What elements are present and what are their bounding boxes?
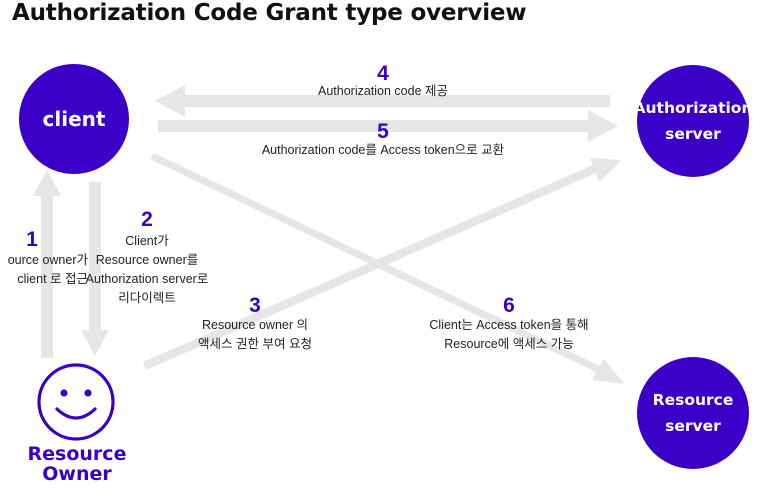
- authorization-server-node: Authorization server: [634, 65, 752, 177]
- step-5-label: Authorization code를 Access token으로 교환: [233, 141, 533, 160]
- step-3-label: Resource owner 의 액세스 권한 부여 요청: [185, 316, 325, 354]
- step-2-line-2: Resource owner를: [95, 253, 199, 267]
- step-2-line-1: Client가: [125, 234, 169, 248]
- resource-owner-label-2: Owner: [42, 463, 112, 485]
- arrow-step-6: [150, 153, 624, 384]
- step-3-number: 3: [249, 294, 261, 317]
- client-node: client: [19, 64, 129, 174]
- step-4-label: Authorization code 제공: [283, 82, 483, 101]
- step-1-line-1: ource owner가: [7, 253, 88, 267]
- step-6-number: 6: [503, 294, 515, 317]
- step-2-number: 2: [141, 208, 153, 231]
- arrow-step-4: [155, 85, 610, 117]
- smiley-icon: [37, 363, 115, 441]
- step-5-number: 5: [377, 120, 389, 143]
- step-3-line-2: 액세스 권한 부여 요청: [198, 337, 312, 351]
- arrow-step-5: [158, 110, 618, 142]
- step-6-label: Client는 Access token을 통해 Resource에 액세스 가…: [414, 316, 604, 354]
- authorization-server-label-2: server: [665, 125, 721, 143]
- resource-owner-label-1: Resource: [27, 443, 127, 465]
- step-2-line-4: 리다이렉트: [118, 291, 176, 305]
- step-2-label: Client가 Resource owner를 Authorization se…: [72, 232, 222, 308]
- client-label: client: [42, 107, 106, 131]
- resource-owner-label: Resource Owner: [14, 444, 140, 484]
- step-1-label: ource owner가 client 로 접근: [0, 251, 88, 289]
- step-4-line-1: Authorization code 제공: [317, 84, 448, 98]
- step-2-line-3: Authorization server로: [85, 272, 209, 286]
- step-5-line-1: Authorization code를 Access token으로 교환: [261, 143, 505, 157]
- arrow-step-2: [81, 182, 109, 356]
- step-6-line-2: Resource에 액세스 가능: [444, 337, 574, 351]
- resource-server-node: Resource server: [637, 357, 749, 469]
- step-1-line-2: client 로 접근: [17, 272, 88, 286]
- step-6-line-1: Client는 Access token을 통해: [429, 318, 589, 332]
- page-title: Authorization Code Grant type overview: [12, 0, 527, 26]
- resource-server-label-2: server: [665, 417, 721, 435]
- step-4-number: 4: [377, 62, 389, 85]
- resource-server-label-1: Resource: [652, 391, 734, 409]
- arrow-step-1: [33, 170, 61, 358]
- step-3-line-1: Resource owner 의: [202, 318, 308, 332]
- step-1-number: 1: [26, 228, 38, 251]
- authorization-server-label-1: Authorization: [633, 99, 753, 117]
